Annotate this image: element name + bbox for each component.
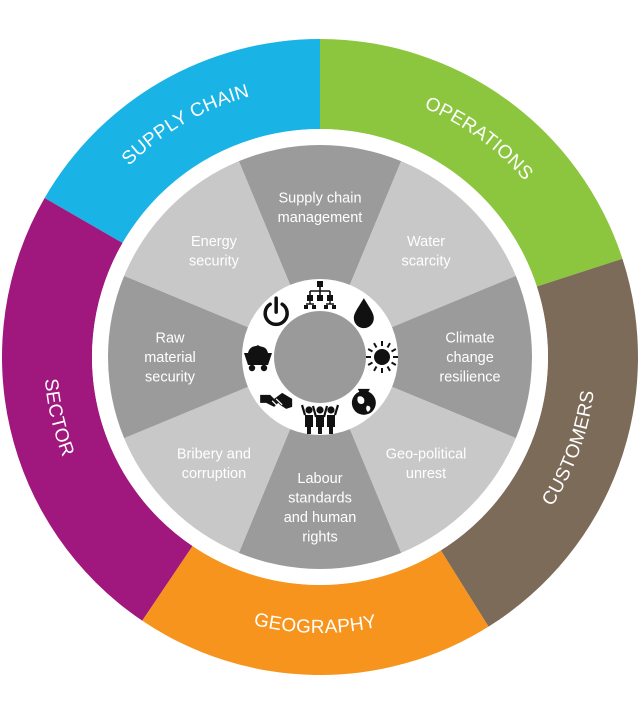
risk-segment-labour-standards-and-human-rights [238, 429, 402, 569]
outer-segment-sector [1, 198, 193, 621]
handshake-icon [260, 392, 293, 409]
org-chart-icon [304, 281, 336, 309]
power-icon [263, 296, 289, 327]
sun-icon [366, 341, 398, 373]
icon-hub [243, 280, 398, 434]
hub-center [274, 311, 366, 403]
risk-segment-geo-political-unrest [349, 386, 516, 553]
globe-icon [351, 388, 376, 415]
outer-ring: SUPPLY CHAINOPERATIONSCUSTOMERSGEOGRAPHY… [1, 39, 638, 675]
risk-segment-water-scarcity [349, 161, 516, 328]
outer-segment-geography [142, 546, 489, 675]
outer-segment-operations [320, 39, 623, 287]
outer-segment-customers [440, 258, 638, 627]
risk-segment-supply-chain-management [238, 145, 402, 285]
risk-segment-energy-security [124, 161, 291, 328]
water-drop-icon [353, 298, 374, 329]
risk-segment-bribery-and-corruption [124, 386, 291, 553]
risk-segment-raw-material-security [108, 275, 248, 439]
mine-cart-icon [244, 345, 272, 372]
people-icon [300, 404, 340, 434]
risk-segment-climate-change-resilience [392, 275, 532, 439]
outer-segment-supply-chain [44, 39, 321, 243]
